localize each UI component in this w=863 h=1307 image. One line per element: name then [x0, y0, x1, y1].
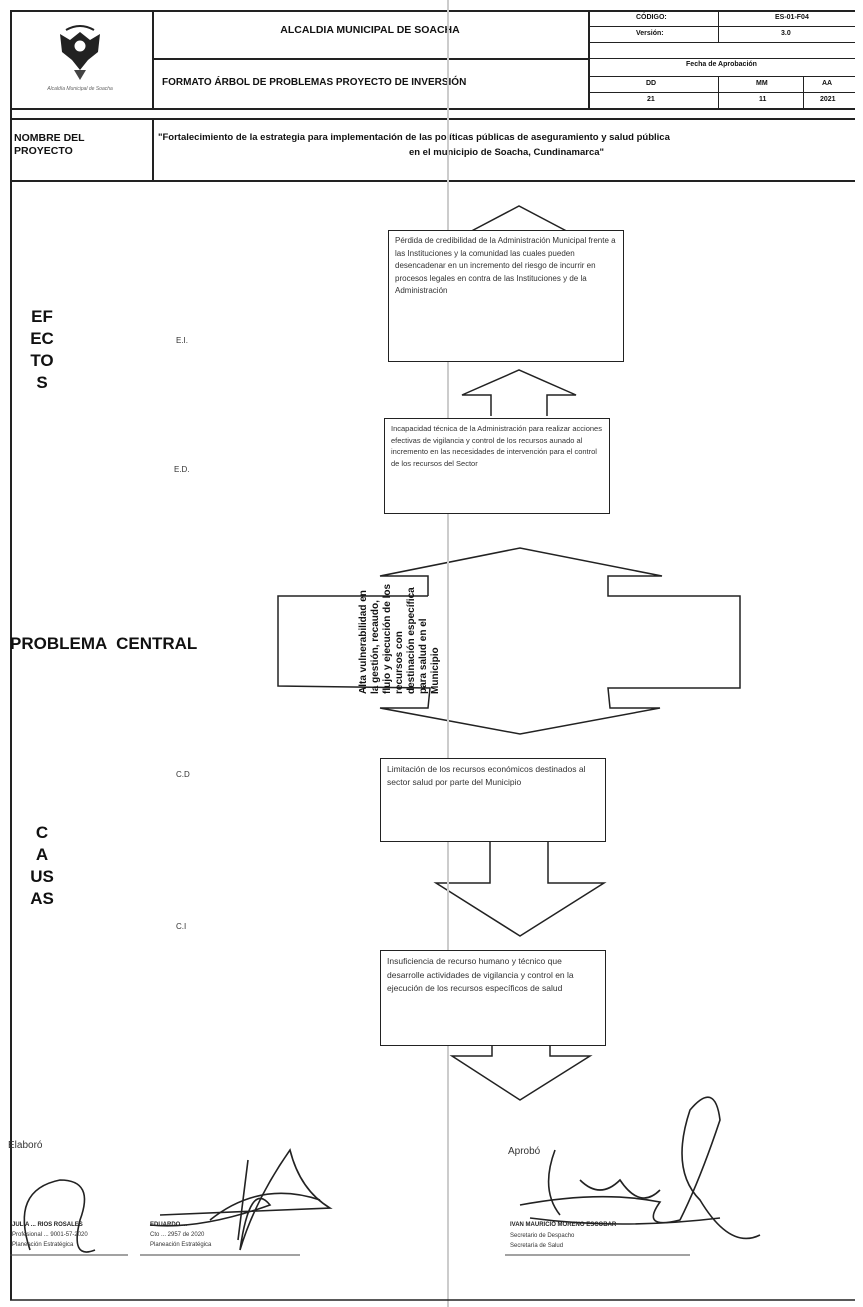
code-ei: E.I. — [176, 336, 189, 345]
cause-direct-box: Limitación de los recursos económicos de… — [380, 758, 606, 842]
mm-label: MM — [756, 80, 768, 87]
code-value: ES-01-F04 — [775, 14, 809, 21]
logo — [40, 22, 120, 92]
mm-value: 11 — [759, 96, 767, 103]
code-ed: E.D. — [174, 465, 190, 474]
org-name: ALCALDIA MUNICIPAL DE SOACHA — [280, 24, 460, 36]
arrow-down-1 — [433, 842, 607, 937]
aa-value: 2021 — [820, 96, 836, 103]
effect-direct-box: Incapacidad técnica de la Administración… — [384, 418, 610, 514]
code-cd: C.D — [176, 770, 190, 779]
signer-3-dept: Secretaría de Salud — [510, 1243, 564, 1249]
code-label: CÓDIGO: — [636, 14, 667, 21]
signer-1-role: Profesional ... 9001-57-2020 — [12, 1232, 88, 1238]
signer-2-dept: Planeación Estratégica — [150, 1242, 212, 1248]
effects-title: EFECTOS — [30, 307, 54, 392]
code-ci: C.I — [176, 922, 187, 931]
version-label: Versión: — [636, 30, 664, 37]
signer-1-dept: Planeación Estratégica — [12, 1242, 74, 1248]
dd-label: DD — [646, 80, 657, 87]
signer-3-role: Secretario de Despacho — [510, 1233, 575, 1239]
project-name-line2: en el municipio de Soacha, Cundinamarca" — [408, 147, 605, 158]
signer-2-role: Cto ... 2957 de 2020 — [150, 1232, 205, 1238]
arrow-double-central — [277, 547, 741, 735]
project-name-line1: "Fortalecimiento de la estrategia para i… — [158, 132, 670, 143]
arrow-down-3 — [449, 1010, 593, 1101]
dd-value: 21 — [647, 96, 655, 103]
aa-label: AA — [822, 80, 833, 87]
causes-title: CAUSAS — [30, 823, 54, 908]
signer-3-name: IVAN MAURICIO MORENO ESCOBAR — [510, 1222, 617, 1228]
elaboro-label: Elaboró — [8, 1140, 43, 1151]
aprobo-label: Aprobó — [508, 1146, 541, 1157]
format-title: FORMATO ÁRBOL DE PROBLEMAS PROYECTO DE I… — [162, 77, 467, 88]
central-problem-title: PROBLEMA CENTRAL — [10, 634, 198, 653]
version-value: 3.0 — [781, 30, 791, 37]
cause-indirect-box: Insuficiencia de recurso humano y técnic… — [380, 950, 606, 1046]
signer-1-name: JULIA ... RIOS ROSALES — [12, 1222, 83, 1228]
logo-caption: Alcaldía Municipal de Soacha — [47, 86, 113, 92]
project-label: NOMBRE DEL PROYECTO — [14, 132, 85, 157]
arrow-up-mid — [461, 369, 577, 416]
approval-label: Fecha de Aprobación — [686, 61, 757, 68]
effect-indirect-box: Pérdida de credibilidad de la Administra… — [388, 230, 624, 362]
signer-2-name: EDUARDO ... — [150, 1222, 188, 1228]
